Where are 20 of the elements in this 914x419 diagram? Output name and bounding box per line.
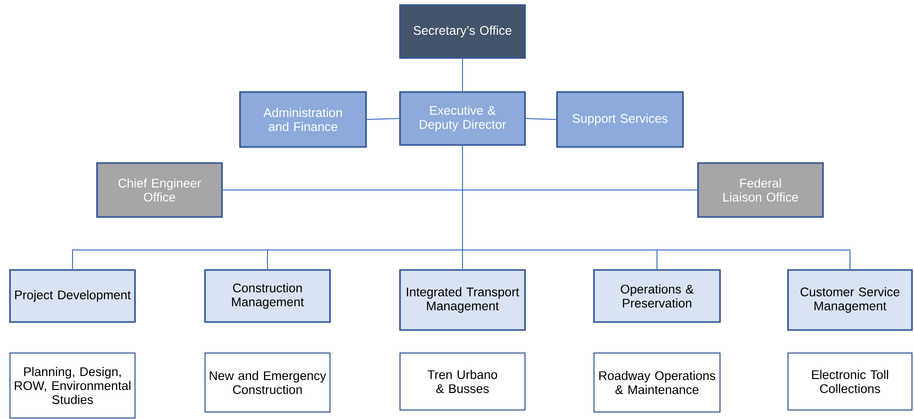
department-box: Construction Management bbox=[204, 269, 331, 323]
department-box: Customer Service Management bbox=[787, 269, 913, 331]
office-box: Secretary’s Office bbox=[399, 4, 526, 59]
department-box: Project Development bbox=[9, 269, 136, 323]
unit-box: Planning, Design, ROW, Environmental Studies bbox=[10, 352, 136, 418]
connector-line bbox=[462, 58, 463, 92]
unit-box: Tren Urbano & Busses bbox=[400, 352, 526, 410]
connector-line bbox=[525, 118, 557, 120]
department-box: Integrated Transport Management bbox=[399, 269, 526, 331]
unit-box: Electronic Toll Collections bbox=[788, 352, 912, 410]
office-box: Support Services bbox=[556, 91, 684, 148]
office-box: Chief Engineer Office bbox=[96, 162, 223, 218]
connector-line bbox=[366, 118, 400, 120]
office-box: Administration and Finance bbox=[239, 91, 367, 148]
office-box: Executive & Deputy Director bbox=[399, 91, 526, 146]
department-box: Operations & Preservation bbox=[593, 269, 721, 323]
unit-box: New and Emergency Construction bbox=[204, 352, 330, 412]
connector-line bbox=[462, 145, 850, 270]
office-box: Federal Liaison Office bbox=[697, 162, 824, 218]
unit-box: Roadway Operations & Maintenance bbox=[594, 352, 720, 412]
